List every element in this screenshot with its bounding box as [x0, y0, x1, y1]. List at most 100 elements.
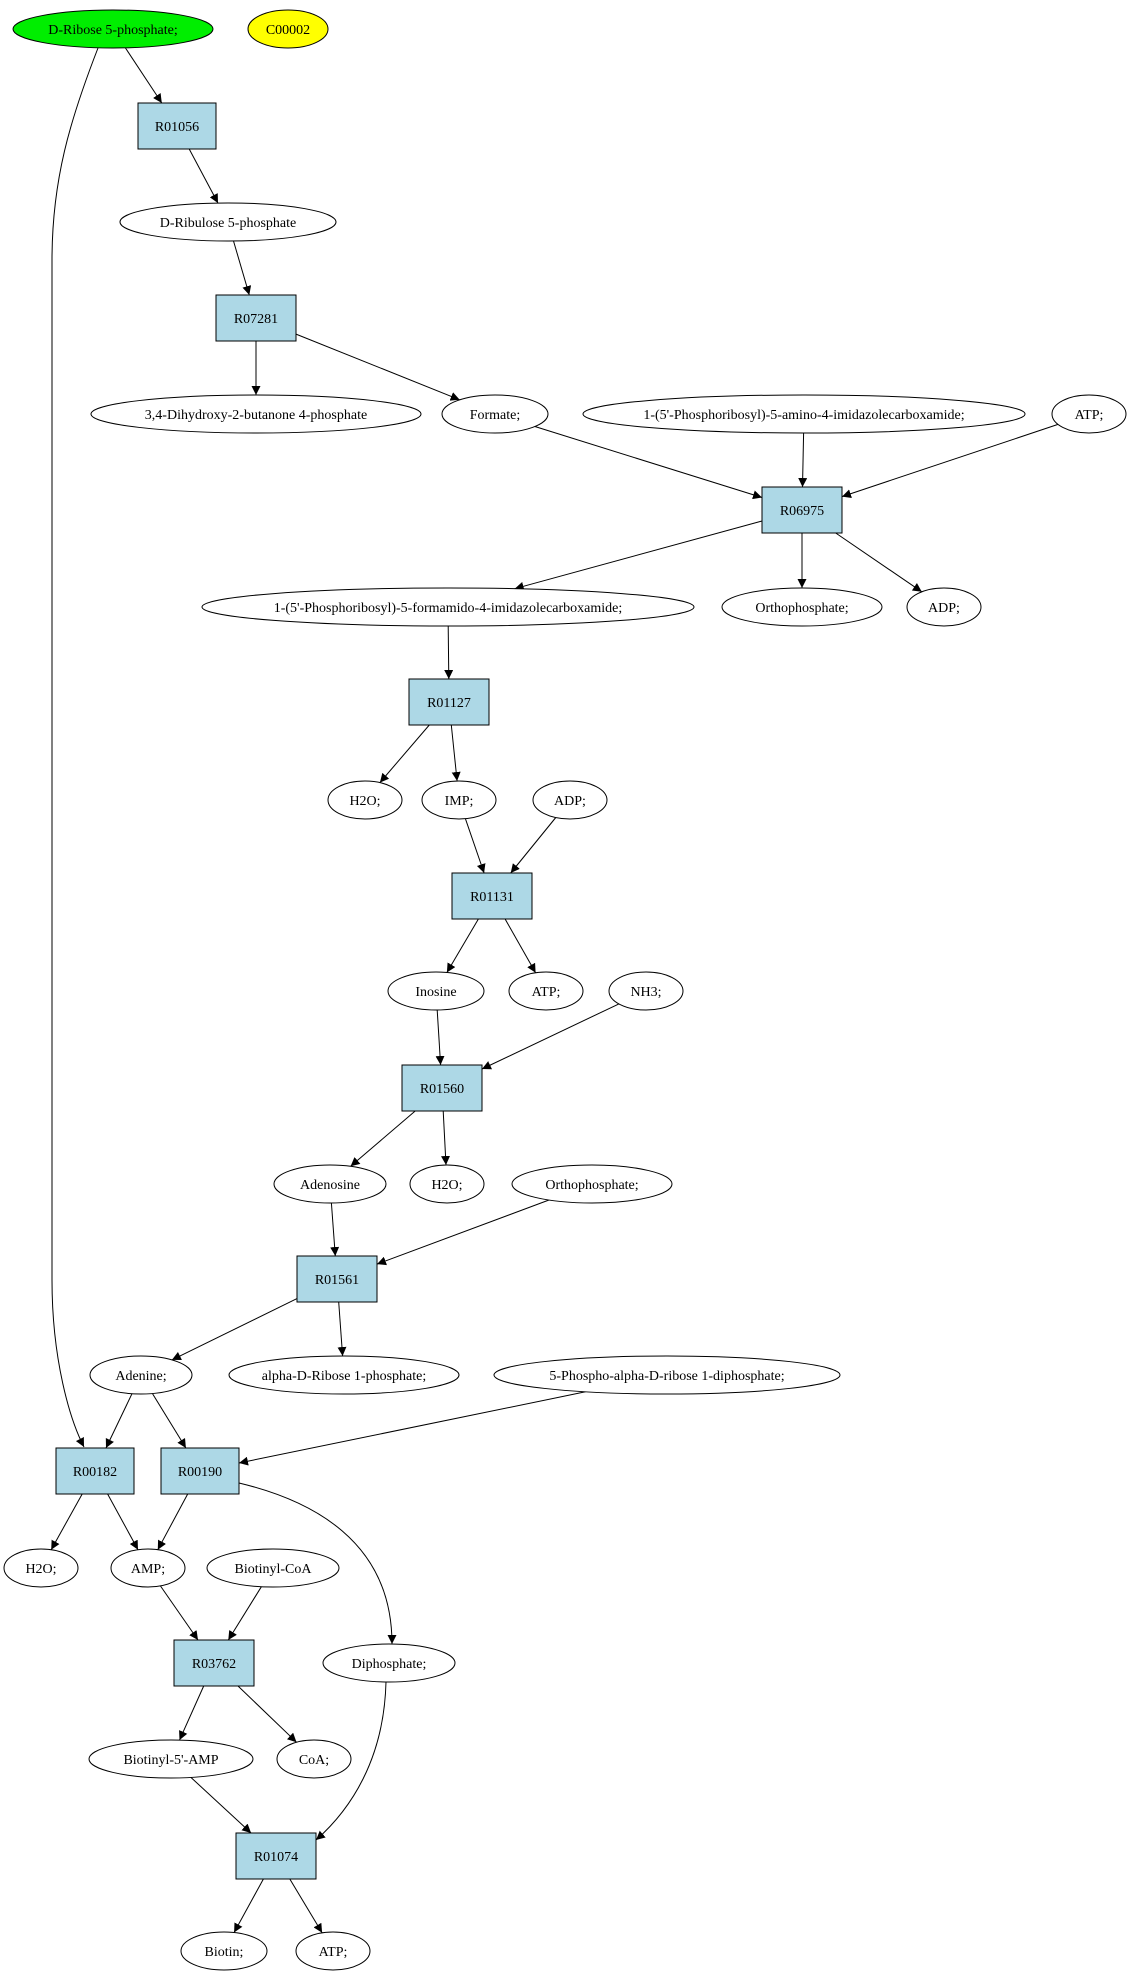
- compound-ellipse: [508, 971, 584, 1011]
- compound-node-n_biotinylcoa[interactable]: Biotinyl-CoA: [206, 1548, 340, 1588]
- node-label: R01127: [427, 696, 471, 711]
- node-label: H2O;: [431, 1178, 462, 1193]
- reaction-node-r00190[interactable]: R00190: [160, 1447, 240, 1495]
- compound-ellipse: [441, 394, 549, 434]
- compound-ellipse: [322, 1643, 456, 1683]
- compound-ellipse: [295, 1931, 371, 1971]
- node-label: C00002: [266, 23, 310, 38]
- compound-ellipse: [1051, 394, 1127, 434]
- compound-node-n_faicar[interactable]: 1-(5'-Phosphoribosyl)-5-formamido-4-imid…: [201, 587, 695, 627]
- compound-node-n_imp[interactable]: IMP;: [421, 780, 497, 820]
- compound-ellipse: [180, 1931, 268, 1971]
- node-label: R06975: [780, 504, 824, 519]
- node-label: ATP;: [1075, 408, 1104, 423]
- reaction-box: [761, 486, 843, 534]
- node-label: IMP;: [445, 794, 474, 809]
- node-label: ADP;: [554, 794, 586, 809]
- compound-node-n_coa[interactable]: CoA;: [276, 1739, 352, 1779]
- node-label: NH3;: [630, 985, 661, 1000]
- compound-node-n_orthop2[interactable]: Orthophosphate;: [511, 1164, 673, 1204]
- compound-node-n_h2o1[interactable]: H2O;: [327, 780, 403, 820]
- compound-node-n_biotinylamp[interactable]: Biotinyl-5'-AMP: [88, 1739, 254, 1779]
- compound-node-n_r1p[interactable]: alpha-D-Ribose 1-phosphate;: [228, 1355, 460, 1395]
- node-label: Orthophosphate;: [755, 601, 848, 616]
- compound-node-n_ribose5p[interactable]: D-Ribose 5-phosphate;: [12, 9, 214, 49]
- node-label: CoA;: [299, 1753, 329, 1768]
- node-label: 3,4-Dihydroxy-2-butanone 4-phosphate: [145, 408, 367, 423]
- node-label: ATP;: [319, 1945, 348, 1960]
- node-label: Orthophosphate;: [545, 1178, 638, 1193]
- compound-node-n_aicar[interactable]: 1-(5'-Phosphoribosyl)-5-amino-4-imidazol…: [582, 394, 1026, 434]
- reaction-box: [137, 102, 217, 150]
- compound-node-n_atp1[interactable]: ATP;: [1051, 394, 1127, 434]
- compound-node-n_adenine[interactable]: Adenine;: [89, 1355, 193, 1395]
- reaction-node-r03762[interactable]: R03762: [173, 1639, 255, 1687]
- node-label: H2O;: [349, 794, 380, 809]
- compound-ellipse: [110, 1548, 186, 1588]
- node-label: Inosine: [415, 985, 456, 1000]
- compound-node-n_h2o2[interactable]: H2O;: [409, 1164, 485, 1204]
- compound-node-n_adenosine[interactable]: Adenosine: [273, 1164, 387, 1204]
- reaction-box: [408, 678, 490, 726]
- compound-node-n_nh3[interactable]: NH3;: [608, 971, 684, 1011]
- compound-node-n_amp[interactable]: AMP;: [110, 1548, 186, 1588]
- node-label: R00190: [178, 1465, 222, 1480]
- compound-ellipse: [493, 1355, 841, 1395]
- edge-n_faicar-to-r01127: [444, 625, 454, 680]
- compound-node-n_adp2[interactable]: ADP;: [532, 780, 608, 820]
- compound-node-n_adp1[interactable]: ADP;: [906, 587, 982, 627]
- reaction-box: [451, 872, 533, 920]
- compound-node-n_diphosphate[interactable]: Diphosphate;: [322, 1643, 456, 1683]
- node-label: D-Ribose 5-phosphate;: [48, 23, 177, 38]
- node-label: AMP;: [131, 1562, 165, 1577]
- compound-node-n_atp2[interactable]: ATP;: [508, 971, 584, 1011]
- reaction-node-r01056[interactable]: R01056: [137, 102, 217, 150]
- compound-node-n_ribulose5p[interactable]: D-Ribulose 5-phosphate: [119, 202, 337, 242]
- node-label: 1-(5'-Phosphoribosyl)-5-amino-4-imidazol…: [643, 408, 964, 423]
- edge-n_biotinylcoa-to-r03762: [227, 1586, 262, 1641]
- edge-r01074-to-n_atp3: [289, 1878, 323, 1934]
- reaction-node-r06975[interactable]: R06975: [761, 486, 843, 534]
- compound-ellipse: [228, 1355, 460, 1395]
- compound-ellipse: [582, 394, 1026, 434]
- reaction-node-r07281[interactable]: R07281: [215, 294, 297, 342]
- compound-node-n_dhbp[interactable]: 3,4-Dihydroxy-2-butanone 4-phosphate: [90, 394, 422, 434]
- compound-node-n_orthop1[interactable]: Orthophosphate;: [721, 587, 883, 627]
- compound-node-n_h2o3[interactable]: H2O;: [3, 1548, 79, 1588]
- compound-ellipse: [119, 202, 337, 242]
- compound-ellipse: [276, 1739, 352, 1779]
- node-label: 1-(5'-Phosphoribosyl)-5-formamido-4-imid…: [274, 601, 623, 616]
- reaction-box: [401, 1064, 483, 1112]
- edge-r01561-to-n_r1p: [337, 1301, 347, 1357]
- compound-node-n_prpp[interactable]: 5-Phospho-alpha-D-ribose 1-diphosphate;: [493, 1355, 841, 1395]
- reaction-node-r01074[interactable]: R01074: [235, 1832, 317, 1880]
- compound-ellipse: [247, 9, 329, 49]
- compound-node-n_biotin[interactable]: Biotin;: [180, 1931, 268, 1971]
- reaction-node-r01560[interactable]: R01560: [401, 1064, 483, 1112]
- node-label: Formate;: [470, 408, 521, 423]
- edge-n_biotinylamp-to-r01074: [190, 1777, 252, 1834]
- node-label: D-Ribulose 5-phosphate: [160, 216, 296, 231]
- reaction-box: [296, 1255, 378, 1303]
- edge-n_diphosphate-to-r01074: [315, 1681, 387, 1841]
- reaction-node-r01561[interactable]: R01561: [296, 1255, 378, 1303]
- node-label: H2O;: [25, 1562, 56, 1577]
- reaction-node-r01127[interactable]: R01127: [408, 678, 490, 726]
- node-label: Biotin;: [205, 1945, 244, 1960]
- reaction-node-r00182[interactable]: R00182: [55, 1447, 135, 1495]
- compound-node-n_formate[interactable]: Formate;: [441, 394, 549, 434]
- reaction-node-r01131[interactable]: R01131: [451, 872, 533, 920]
- edge-r00182-to-n_amp: [107, 1493, 139, 1550]
- edge-r01056-to-n_ribulose5p: [188, 148, 219, 204]
- edge-n_adp2-to-r01131: [510, 817, 557, 874]
- node-layer: D-Ribose 5-phosphate; C00002R01056D-Ribul…: [3, 9, 1127, 1971]
- compound-node-n_inosine[interactable]: Inosine: [387, 971, 485, 1011]
- node-label: R01074: [254, 1850, 298, 1865]
- compound-node-n_c00002[interactable]: C00002: [247, 9, 329, 49]
- edge-n_amp-to-r03762: [159, 1585, 199, 1641]
- compound-node-n_atp3[interactable]: ATP;: [295, 1931, 371, 1971]
- edge-r00190-to-n_diphosphate: [238, 1482, 397, 1645]
- edge-n_adenosine-to-r01561: [330, 1202, 340, 1257]
- compound-ellipse: [721, 587, 883, 627]
- compound-ellipse: [511, 1164, 673, 1204]
